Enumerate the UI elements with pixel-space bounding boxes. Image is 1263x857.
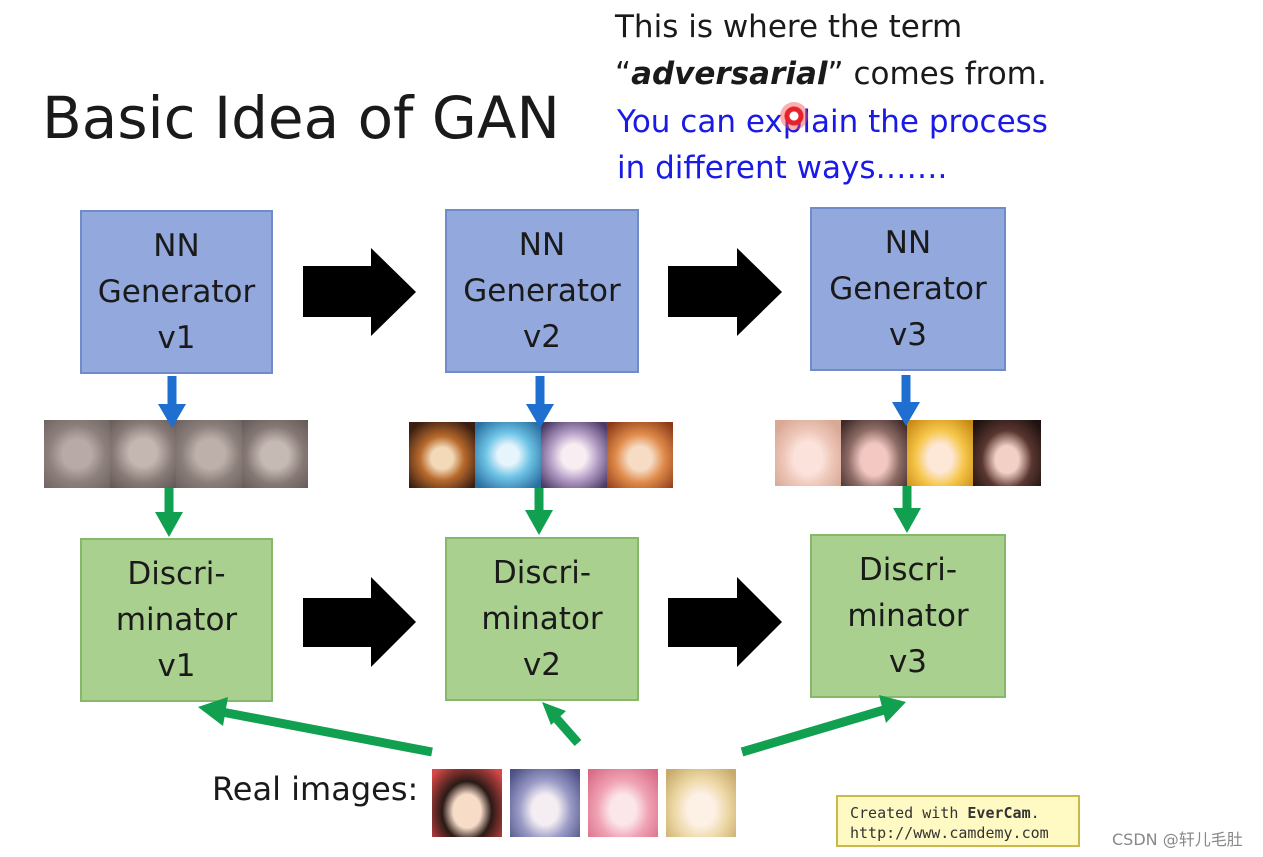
generator-v2-label-1: NN [518, 227, 566, 263]
discriminator-v2-label-1: Discri- [492, 555, 592, 591]
generator-v3: NN Generator v3 [810, 207, 1006, 371]
pointer-cursor-icon [780, 102, 808, 130]
generator-v2: NN Generator v2 [445, 209, 639, 373]
generator-v1: NN Generator v1 [80, 210, 273, 374]
discriminator-v1-label-1: Discri- [127, 556, 226, 592]
generated-image-v3-4 [973, 420, 1041, 486]
discriminator-v2: Discri- minator v2 [445, 537, 639, 701]
discriminator-v3-label-3: v3 [888, 644, 928, 680]
discriminator-v3-label-1: Discri- [858, 552, 958, 588]
generator-v3-label-1: NN [884, 225, 932, 261]
note-line-4: in different ways……. [617, 150, 948, 186]
csdn-watermark: CSDN @轩儿毛肚 [1112, 830, 1243, 849]
generated-image-v1-4 [242, 420, 308, 488]
generated-image-v1-2 [110, 420, 176, 488]
generated-image-v1-1 [44, 420, 110, 488]
green-arrow-real-to-v1 [198, 697, 433, 757]
black-arrow-gen-1-2 [303, 248, 416, 336]
generator-v1-label-2: Generator [97, 274, 256, 310]
generated-image-v3-1 [775, 420, 841, 486]
real-image-1 [432, 769, 502, 837]
evercam-badge-url: http://www.camdemy.com [850, 824, 1049, 842]
evercam-badge: Created with EverCam. http://www.camdemy… [836, 795, 1080, 847]
green-arrow-real-to-v3 [740, 695, 906, 757]
real-image-3 [588, 769, 658, 837]
green-arrow-v1 [155, 488, 183, 537]
discriminator-v1-label-3: v1 [157, 648, 196, 684]
real-images-label: Real images: [212, 770, 419, 808]
discriminator-v2-label-3: v2 [522, 647, 562, 683]
discriminator-v2-label-2: minator [481, 601, 603, 637]
blue-arrow-v2 [526, 376, 554, 428]
evercam-badge-line-1: Created with EverCam. [850, 804, 1040, 822]
adversarial-term: adversarial [631, 56, 828, 92]
discriminator-v3-label-2: minator [847, 598, 969, 634]
green-arrow-real-to-v2 [542, 702, 582, 746]
blue-arrow-v3 [892, 375, 920, 426]
green-arrow-v2 [525, 488, 553, 535]
discriminator-v1-label-2: minator [115, 602, 238, 638]
generator-v3-label-3: v3 [888, 317, 928, 353]
slide-title: Basic Idea of GAN [42, 84, 560, 152]
generated-image-v3-3 [907, 420, 973, 486]
note-line-1: This is where the term [615, 9, 963, 45]
generated-image-v2-4 [607, 422, 673, 488]
real-image-2 [510, 769, 580, 837]
green-arrow-v3 [893, 486, 921, 533]
discriminator-v3: Discri- minator v3 [810, 534, 1006, 698]
note-line-3: You can explain the process [617, 104, 1048, 140]
generator-v2-label-2: Generator [463, 273, 621, 309]
generator-v1-label-1: NN [153, 228, 200, 264]
black-arrow-gen-2-3 [668, 248, 782, 336]
generated-image-v2-1 [409, 422, 475, 488]
note-line-2: “adversarial” comes from. [615, 56, 1047, 92]
generated-image-v2-3 [541, 422, 607, 488]
generator-v3-label-2: Generator [829, 271, 987, 307]
generated-image-v2-2 [475, 422, 541, 488]
generated-image-v1-3 [176, 420, 242, 488]
generator-v2-label-3: v2 [522, 319, 562, 355]
black-arrow-dis-2-3 [668, 577, 782, 667]
discriminator-v1: Discri- minator v1 [80, 538, 273, 702]
generator-v1-label-3: v1 [157, 320, 196, 356]
real-image-4 [666, 769, 736, 837]
generated-image-v3-2 [841, 420, 907, 486]
black-arrow-dis-1-2 [303, 577, 416, 667]
